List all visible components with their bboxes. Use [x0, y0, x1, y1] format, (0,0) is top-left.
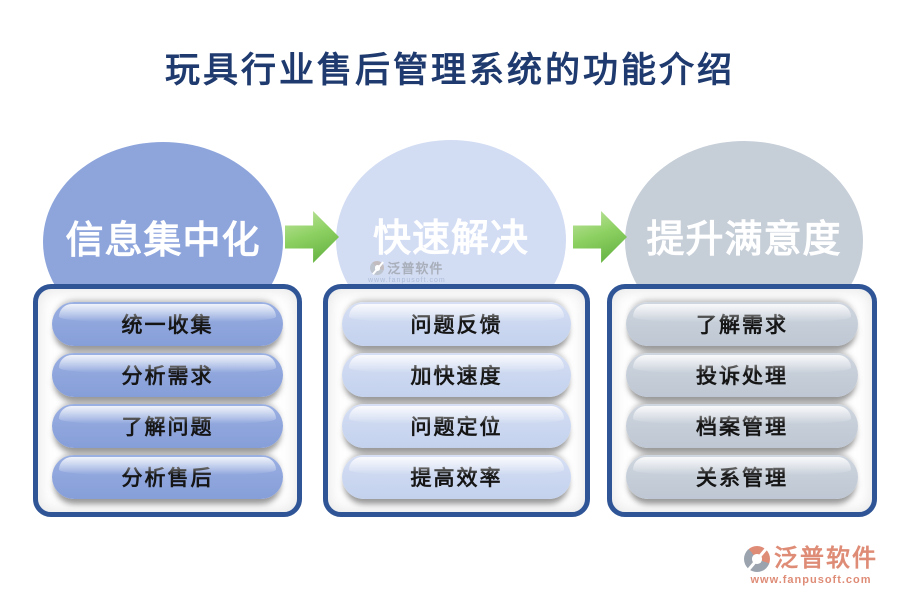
pill-label: 了解问题 [121, 415, 214, 439]
feature-pill: 了解问题 [52, 404, 283, 448]
flow-arrow-right-icon [573, 211, 627, 263]
pill-label: 分析需求 [121, 364, 214, 388]
feature-pill: 投诉处理 [626, 353, 858, 397]
feature-pill: 加快速度 [342, 353, 571, 397]
watermark-url: www.fanpusoft.com [368, 277, 446, 284]
stage-circle-label: 信息集中化 [65, 219, 261, 262]
pill-label: 了解需求 [696, 313, 788, 337]
stage-circle-label: 快速解决 [372, 217, 529, 260]
pill-label: 加快速度 [410, 364, 503, 388]
footer-logo-row: 泛普软件 [744, 546, 878, 572]
feature-pill: 统一收集 [52, 302, 283, 346]
feature-panel-quick-resolution: 问题反馈 加快速度 问题定位 提高效率 [323, 284, 590, 517]
fanpu-logo-icon [744, 546, 770, 572]
watermark: 泛普软件 www.fanpusoft.com [368, 261, 446, 284]
footer-logo: 泛普软件 www.fanpusoft.com [744, 546, 878, 586]
pill-label: 问题定位 [410, 415, 503, 439]
flow-arrow-right-icon [285, 211, 339, 263]
footer-brand-text: 泛普软件 [774, 546, 878, 572]
feature-pill: 分析售后 [52, 455, 283, 499]
pill-label: 分析售后 [121, 466, 214, 490]
feature-pill: 提高效率 [342, 455, 571, 499]
feature-pill: 问题反馈 [342, 302, 571, 346]
footer-url-text: www.fanpusoft.com [750, 574, 872, 586]
pill-label: 投诉处理 [696, 364, 788, 388]
feature-pill: 分析需求 [52, 353, 283, 397]
stage-circle-label: 提升满意度 [646, 218, 842, 261]
watermark-row: 泛普软件 [370, 261, 443, 275]
feature-pill: 关系管理 [626, 455, 858, 499]
watermark-text: 泛普软件 [387, 260, 444, 276]
pill-label: 提高效率 [410, 466, 503, 490]
pill-label: 统一收集 [121, 313, 214, 337]
pill-label: 关系管理 [696, 466, 788, 490]
pill-label: 问题反馈 [410, 313, 503, 337]
feature-pill: 问题定位 [342, 404, 571, 448]
feature-panel-satisfaction: 了解需求 投诉处理 档案管理 关系管理 [607, 284, 877, 517]
pill-label: 档案管理 [696, 415, 788, 439]
page-title: 玩具行业售后管理系统的功能介绍 [164, 51, 735, 90]
feature-panel-info-centralization: 统一收集 分析需求 了解问题 分析售后 [33, 284, 302, 517]
feature-pill: 了解需求 [626, 302, 858, 346]
feature-pill: 档案管理 [626, 404, 858, 448]
fanpu-logo-icon [370, 261, 385, 275]
